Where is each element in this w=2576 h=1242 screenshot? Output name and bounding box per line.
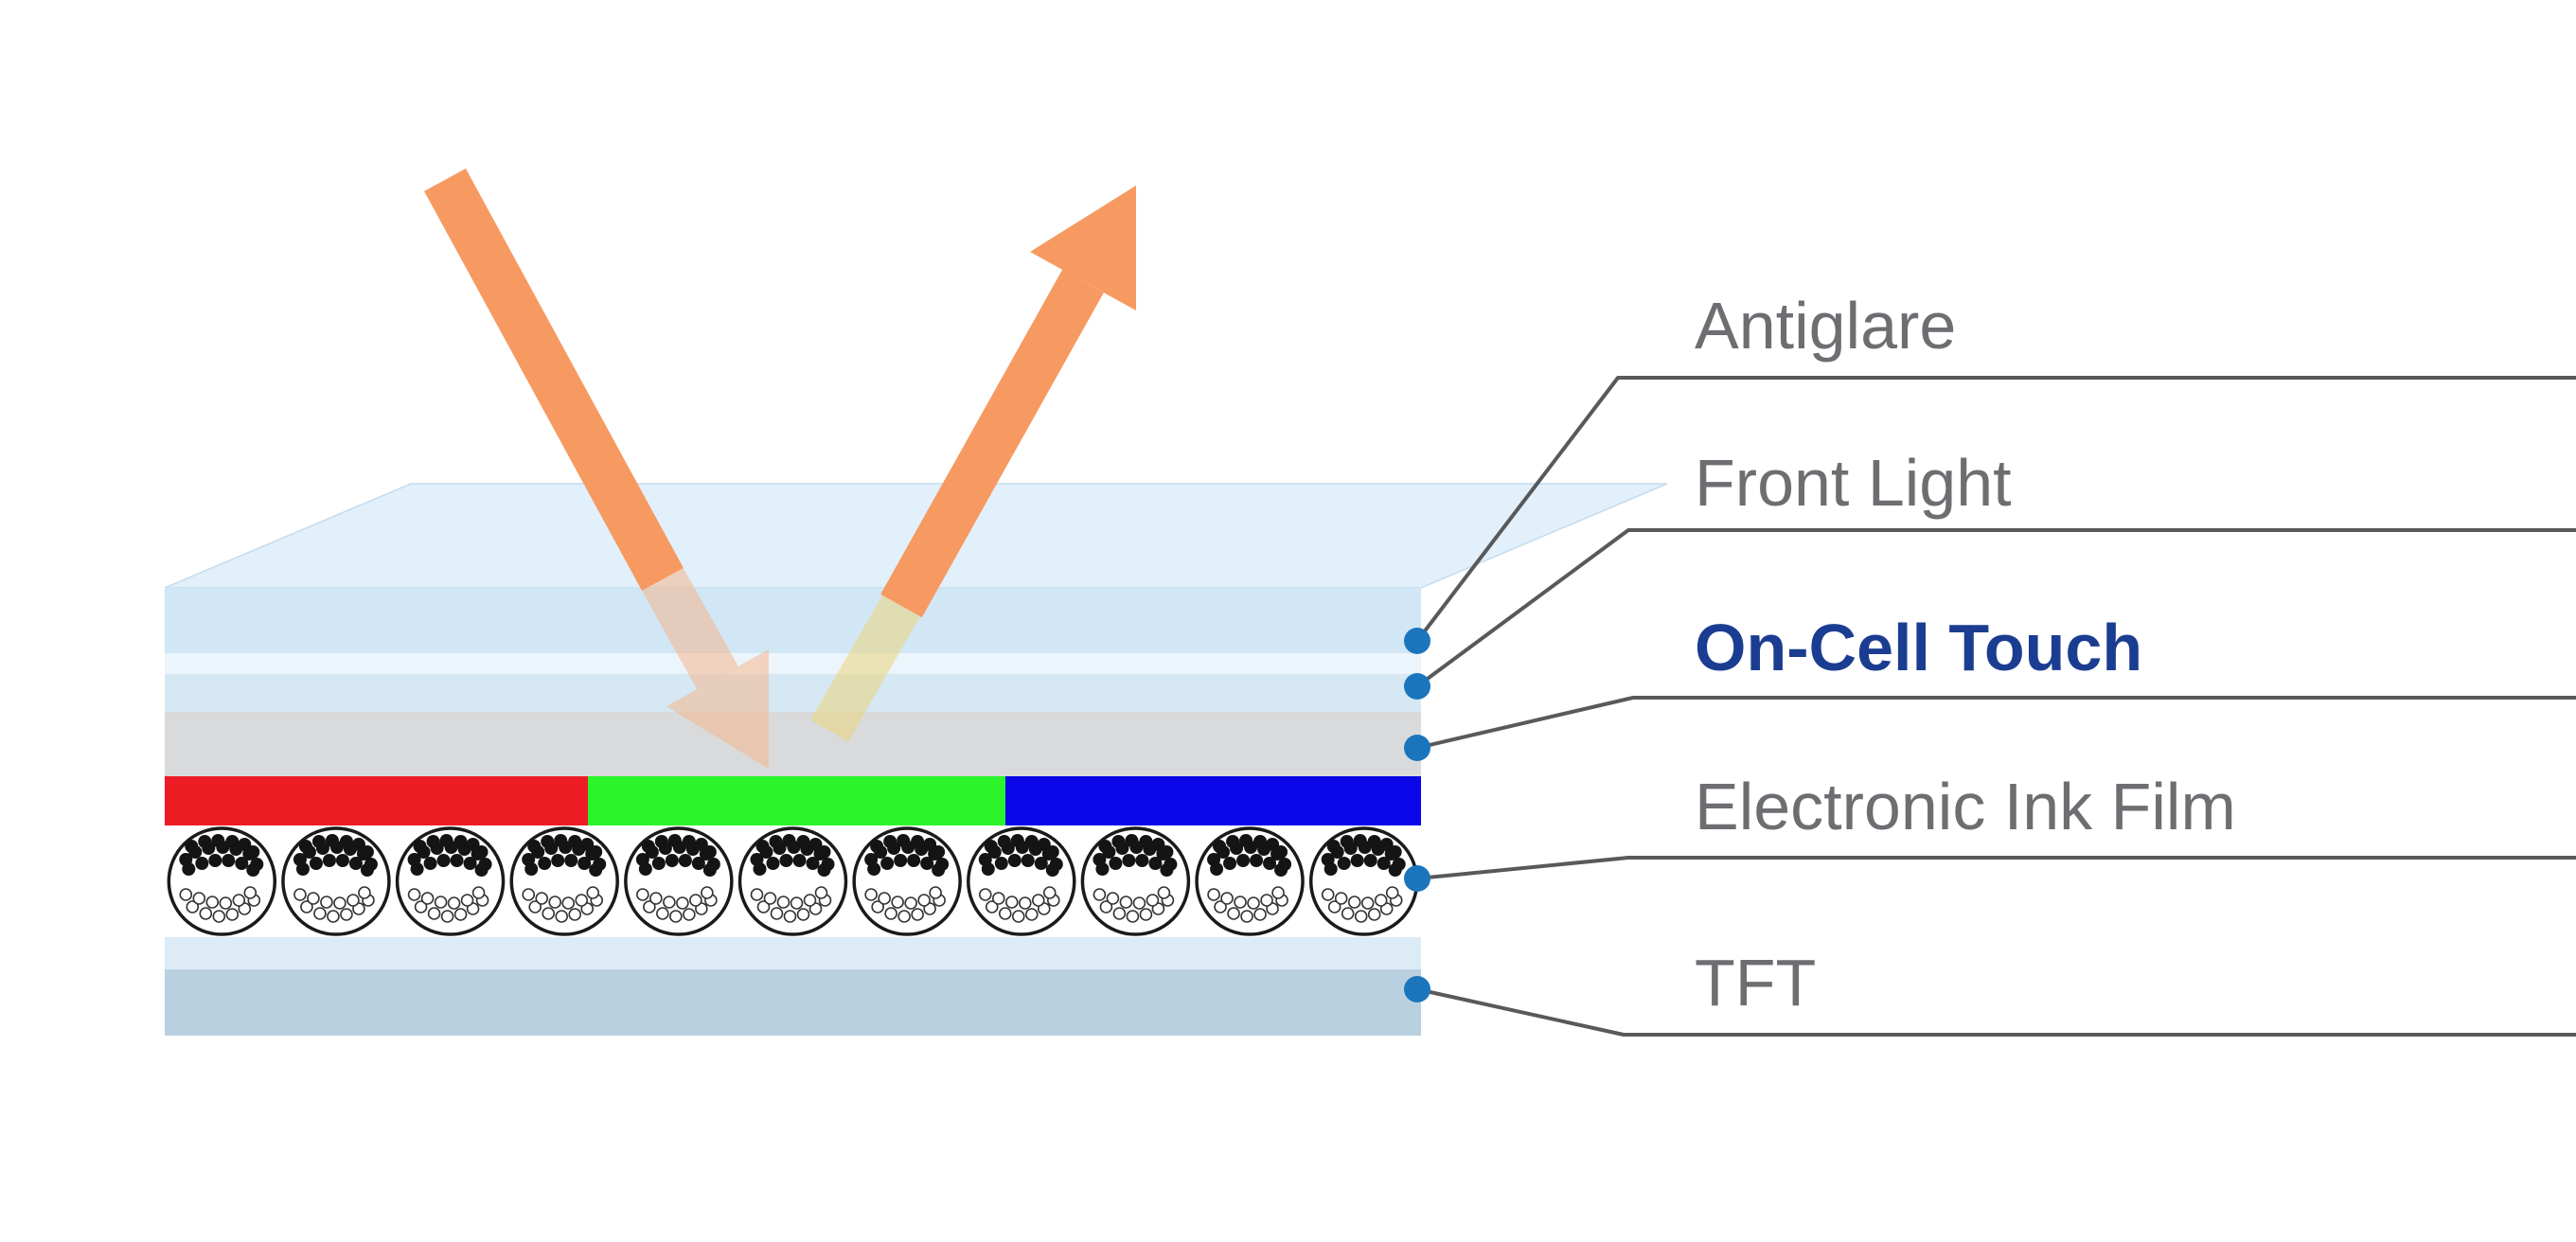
callout-label: TFT [1695, 946, 1816, 1020]
incident-ray-refracted [642, 567, 738, 690]
leader-line [1416, 987, 2576, 1037]
layer-dot [1404, 865, 1430, 892]
color-filter-red [165, 776, 588, 825]
microcapsule [395, 826, 506, 936]
layer-dot [1404, 976, 1430, 1002]
leader-line [1415, 528, 2576, 688]
callout-on-cell-touch: On-Cell Touch [1404, 611, 2576, 761]
callout-label: Electronic Ink Film [1695, 770, 2236, 843]
front-light-layer [165, 653, 1421, 674]
incident-ray [424, 169, 684, 591]
callout-front-light: Front Light [1404, 446, 2576, 700]
on-cell-touch-layer [165, 712, 1421, 776]
color-filter-green [588, 776, 1005, 825]
callouts: Antiglare Front Light On-Cell Touch Elec… [1404, 289, 2576, 1037]
microcapsule [509, 826, 619, 936]
microcapsule [967, 826, 1076, 936]
callout-antiglare: Antiglare [1404, 289, 2576, 654]
light-rays [424, 169, 1136, 769]
adhesive-layer [165, 937, 1421, 969]
callout-electronic-ink-film: Electronic Ink Film [1404, 770, 2576, 892]
layer-dot [1404, 735, 1430, 761]
leader-line [1415, 376, 2576, 643]
color-filter-blue [1005, 776, 1421, 825]
microcapsule [624, 826, 734, 936]
layer-dot [1404, 673, 1430, 700]
leader-line [1416, 696, 2576, 750]
reflected-ray-arrowhead-icon [1030, 186, 1136, 310]
reflected-ray [880, 269, 1104, 618]
microcapsule [1195, 826, 1305, 936]
leader-line [1416, 856, 2576, 880]
microcapsule [1080, 826, 1191, 936]
layer-stack [164, 483, 1668, 1036]
callout-label: Antiglare [1695, 289, 1956, 363]
microcapsule-row [167, 826, 1419, 936]
microcapsule [1308, 826, 1419, 936]
microcapsule [167, 826, 277, 936]
microcapsule [737, 826, 848, 936]
callout-tft: TFT [1404, 946, 2576, 1037]
tft-layer [165, 969, 1421, 1036]
microcapsule [281, 826, 391, 936]
light-guide-layer [165, 674, 1421, 712]
incident-ray-refracted-arrowhead-icon [666, 649, 769, 769]
layer-dot [1404, 628, 1430, 654]
internal-ray [810, 594, 920, 742]
microcapsule [852, 826, 962, 936]
antiglare-glass-layer [165, 588, 1421, 653]
callout-label: On-Cell Touch [1695, 611, 2142, 684]
callout-label: Front Light [1695, 446, 2012, 520]
